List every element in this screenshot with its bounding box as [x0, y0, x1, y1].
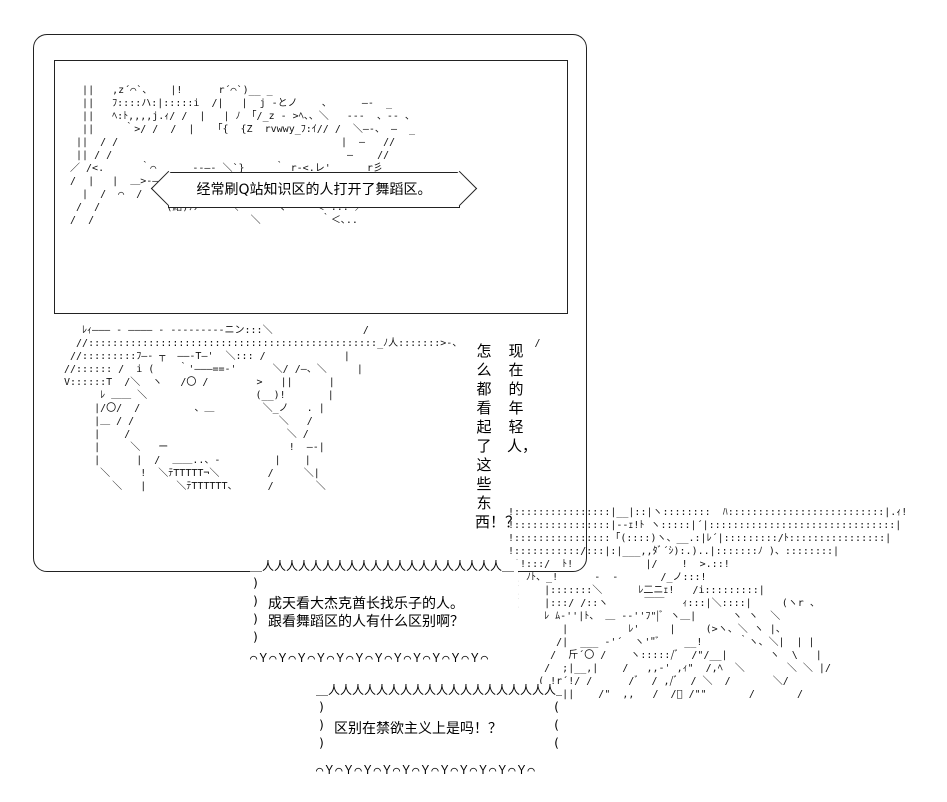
character-art-right: !::::::::::::::::|__|::|ヽ:::::::: ﾊ:::::… — [508, 507, 908, 700]
speech-bubble-two-right-edge: ( ( ( — [552, 700, 560, 750]
speech-bubble-two: ＿人人人人人人人人人人人人人人人人人人人＿ ) ) ) ( ( ( 区别在禁欲主… — [316, 684, 562, 776]
vertical-text-left: 怎么都看起了这些东西！？ — [475, 342, 521, 531]
tv-caption-box: 经常刷Q站知识区的人打开了舞蹈区。 — [168, 172, 460, 208]
vertical-text-right: 现在的年轻人， — [507, 342, 538, 455]
speech-bubble-two-bottom-edge: ⌒Ｙ⌒Ｙ⌒Ｙ⌒Ｙ⌒Ｙ⌒Ｙ⌒Ｙ⌒Ｙ⌒Ｙ⌒Ｙ⌒Ｙ⌒ — [316, 764, 535, 776]
speech-bubble-one-left-edge: ) ) ) ) — [252, 576, 260, 644]
speech-bubble-two-line-one: 区别在禁欲主义上是吗！？ — [334, 721, 502, 737]
speech-bubble-one-text: 成天看大杰克酋长找乐子的人。 跟看舞蹈区的人有什么区别啊？ — [268, 595, 464, 631]
speech-bubble-two-text: 区别在禁欲主义上是吗！？ — [334, 720, 502, 738]
face-art: ﾚｨ――― ‐ ―――― ‐ ---------ニン:::＼ / //:::::… — [64, 325, 541, 492]
speech-bubble-one-line-one: 成天看大杰克酋长找乐子的人。 — [268, 596, 464, 612]
speech-bubble-two-top-edge: ＿人人人人人人人人人人人人人人人人人人人＿ — [316, 684, 562, 696]
speech-bubble-two-left-edge: ) ) ) — [318, 700, 326, 750]
speech-bubble-one: ＿人人人人人人人人人人人人人人人人人人人人＿ ) ) ) ) 成天看大杰克酋长找… — [250, 560, 518, 664]
signature-mark — [212, 268, 218, 281]
speech-bubble-one-bottom-edge: ⌒Ｙ⌒Ｙ⌒Ｙ⌒Ｙ⌒Ｙ⌒Ｙ⌒Ｙ⌒Ｙ⌒Ｙ⌒Ｙ⌒Ｙ⌒Ｙ⌒ — [250, 652, 488, 664]
tv-caption-text: 经常刷Q站知识区的人打开了舞蹈区。 — [196, 182, 432, 198]
tv-screen-frame — [54, 60, 568, 314]
speech-bubble-one-top-edge: ＿人人人人人人人人人人人人人人人人人人人人＿ — [250, 560, 515, 572]
speech-bubble-one-line-two: 跟看舞蹈区的人有什么区别啊？ — [268, 614, 464, 630]
